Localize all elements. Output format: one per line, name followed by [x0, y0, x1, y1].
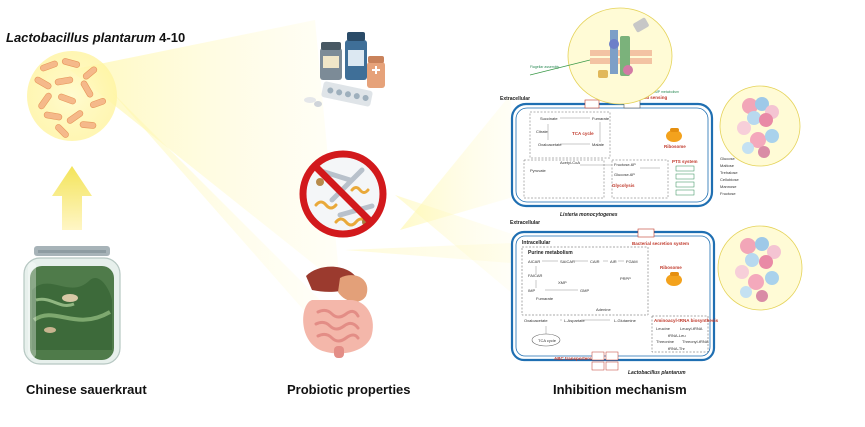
species-name: Lactobacillus plantarum	[6, 30, 156, 45]
svg-text:CAIR: CAIR	[590, 259, 600, 264]
sauerkraut-caption: Chinese sauerkraut	[26, 382, 147, 397]
svg-text:tRNA-Thr: tRNA-Thr	[668, 346, 686, 351]
svg-text:Malate: Malate	[592, 142, 605, 147]
svg-text:PRPP: PRPP	[620, 276, 631, 281]
sauerkraut-jar	[23, 246, 121, 365]
no-pathogens-icon	[299, 150, 387, 238]
medicine-icon	[304, 32, 385, 107]
digestive-system-icon	[303, 266, 373, 358]
ribosome-zoom-top	[719, 85, 801, 167]
sugar-list: Glucose Maltose Trehalose Cellobiose Man…	[720, 156, 739, 196]
trna-list: Leucine Leucyl-tRNA Threonine Threonyl-t…	[656, 326, 709, 351]
flagellar-zoom-bubble	[529, 7, 673, 105]
panel-top-extracellular-label: Extracellular	[500, 96, 530, 102]
svg-text:Adenine: Adenine	[596, 307, 611, 312]
svg-text:GMP: GMP	[580, 288, 589, 293]
svg-text:Glucose-6P: Glucose-6P	[614, 172, 635, 177]
svg-text:Leucyl-tRNA: Leucyl-tRNA	[680, 326, 703, 331]
svg-text:Oxaloacetate: Oxaloacetate	[524, 318, 548, 323]
svg-text:Citrate: Citrate	[536, 129, 549, 134]
bottom-tca-label: TCA cycle	[538, 338, 557, 343]
pts-system-label: PTS system	[672, 159, 698, 164]
abc-transporters-label: ABC transporters	[554, 356, 592, 361]
page-title: Lactobacillus plantarum 4-10	[6, 30, 185, 45]
metabolite-list-bottom: AICAR FAICAR SAICAR CAIR AIR FGAM PRPP I…	[524, 259, 638, 323]
glycolysis-label: Glycolysis	[612, 183, 635, 188]
listeria-panel: Extracellular TCA cycle Glycolysis PTS s…	[500, 65, 739, 218]
aminoacyl-trna-label: Aminoacyl-tRNA biosynthesis	[654, 318, 719, 323]
svg-text:L-Aspartate: L-Aspartate	[564, 318, 585, 323]
metabolite-list-top: Succinate Fumarate Malate Oxaloacetate C…	[530, 116, 636, 177]
probiotic-caption: Probiotic properties	[287, 382, 411, 397]
svg-text:Glucose: Glucose	[720, 156, 735, 161]
flagellar-label: Flagellar assembly	[530, 65, 559, 69]
secretion-system-label: Bacterial secretion system	[632, 241, 689, 246]
plantarum-panel: Extracellular Intracellular Bacterial se…	[510, 220, 719, 376]
ribosome-bottom-label: Ribosome	[660, 265, 682, 270]
svg-text:Fumarate: Fumarate	[592, 116, 610, 121]
svg-text:AICAR: AICAR	[528, 259, 540, 264]
svg-text:Maltose: Maltose	[720, 163, 735, 168]
svg-text:Cellobiose: Cellobiose	[720, 177, 739, 182]
svg-text:L-Glutamine: L-Glutamine	[614, 318, 637, 323]
svg-text:Leucine: Leucine	[656, 326, 671, 331]
svg-text:FGAM: FGAM	[626, 259, 638, 264]
svg-text:tRNA-Leu: tRNA-Leu	[668, 333, 686, 338]
svg-text:XMP: XMP	[558, 280, 567, 285]
panel-bottom-intracellular-label: Intracellular	[522, 240, 550, 246]
panel-bottom-organism: Lactobacillus plantarum	[628, 370, 686, 376]
ribosome-zoom-bottom	[717, 225, 803, 311]
svg-text:SAICAR: SAICAR	[560, 259, 575, 264]
svg-text:Trehalose: Trehalose	[720, 170, 738, 175]
camp-label: CAMP metabolism	[650, 90, 679, 94]
bacteria-cluster	[27, 51, 117, 141]
purine-metabolism-label: Purine metabolism	[528, 250, 573, 256]
svg-text:Fumarate: Fumarate	[536, 296, 554, 301]
inhibition-caption: Inhibition mechanism	[553, 382, 687, 397]
bacterial-sensing-label: Bacterial sensing	[630, 95, 668, 100]
panel-bottom-extracellular-label: Extracellular	[510, 220, 540, 226]
up-arrow-icon	[52, 166, 92, 230]
svg-text:Succinate: Succinate	[540, 116, 558, 121]
svg-text:IMP: IMP	[528, 288, 535, 293]
svg-text:Fructose-6P: Fructose-6P	[614, 162, 636, 167]
svg-text:Threonine: Threonine	[656, 339, 675, 344]
svg-text:Threonyl-tRNA: Threonyl-tRNA	[682, 339, 709, 344]
svg-text:Oxaloacetate: Oxaloacetate	[538, 142, 562, 147]
strain-label: 4-10	[155, 30, 186, 45]
svg-text:Pyruvate: Pyruvate	[530, 168, 547, 173]
svg-text:AIR: AIR	[610, 259, 617, 264]
svg-text:FAICAR: FAICAR	[528, 273, 543, 278]
panel-top-organism: Listeria monocytogenes	[560, 212, 618, 218]
svg-text:Mannose: Mannose	[720, 184, 737, 189]
svg-text:Acetyl-CoA: Acetyl-CoA	[560, 160, 580, 165]
ribosome-top-label: Ribosome	[664, 144, 686, 149]
tca-cycle-label: TCA cycle	[572, 131, 594, 136]
svg-text:Fructose: Fructose	[720, 191, 736, 196]
